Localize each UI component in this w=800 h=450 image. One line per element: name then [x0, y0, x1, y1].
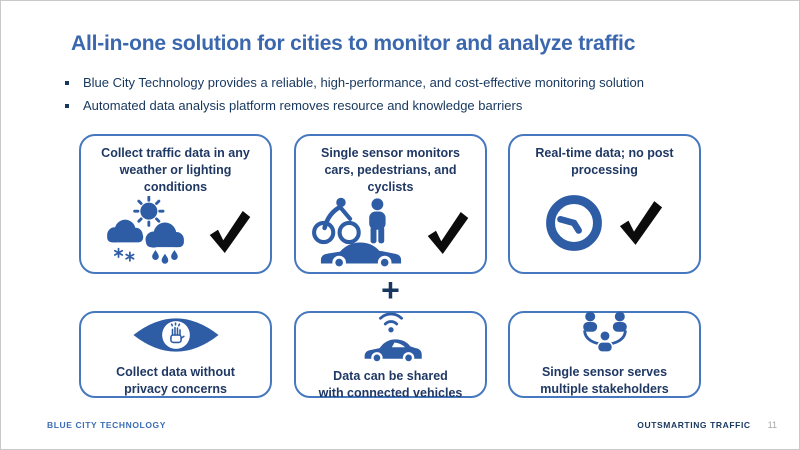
card-label: Single sensor serves multiple stakeholde…: [540, 365, 669, 396]
card-label: Single sensor monitors cars, pedestrians…: [321, 146, 460, 194]
cyclist-pedestrian-car-icon: [310, 196, 412, 269]
card-label: Real-time data; no post processing: [535, 146, 674, 177]
bullet-square-icon: [65, 81, 69, 85]
feature-card-connected-vehicles: Data can be shared with connected vehicl…: [294, 311, 487, 400]
bullet-item: Automated data analysis platform removes…: [65, 98, 765, 113]
footer-company-name: BLUE CITY TECHNOLOGY: [47, 420, 167, 430]
weather-sun-clouds-icon: [98, 196, 194, 268]
card-label: Data can be shared with connected vehicl…: [318, 369, 463, 400]
bullet-square-icon: [65, 104, 69, 108]
page-title: All-in-one solution for cities to monito…: [71, 32, 636, 55]
checkmark-icon: [424, 209, 472, 257]
footer-tagline: OUTSMARTING TRAFFIC: [637, 420, 751, 430]
page-number: 11: [767, 420, 777, 430]
clock-icon: [544, 193, 604, 253]
bullet-item: Blue City Technology provides a reliable…: [65, 75, 765, 90]
checkmark-icon: [206, 208, 254, 256]
feature-card-privacy: Collect data without privacy concerns: [79, 311, 272, 398]
feature-card-road-users: Single sensor monitors cars, pedestrians…: [294, 134, 487, 274]
checkmark-icon: [616, 198, 666, 248]
connected-car-wifi-icon: [355, 306, 427, 364]
bullet-text: Automated data analysis platform removes…: [83, 98, 523, 113]
privacy-eye-hand-icon: [131, 310, 221, 360]
stakeholders-network-icon: [575, 310, 635, 360]
feature-card-realtime: Real-time data; no post processing: [508, 134, 701, 274]
card-label: Collect data without privacy concerns: [116, 365, 235, 396]
bullet-text: Blue City Technology provides a reliable…: [83, 75, 644, 90]
card-label: Collect traffic data in any weather or l…: [101, 146, 250, 194]
feature-card-weather: Collect traffic data in any weather or l…: [79, 134, 272, 274]
bullet-list: Blue City Technology provides a reliable…: [65, 75, 765, 121]
plus-sign: +: [381, 272, 400, 308]
footer-right-group: OUTSMARTING TRAFFIC 11: [637, 420, 777, 430]
feature-card-stakeholders: Single sensor serves multiple stakeholde…: [508, 311, 701, 398]
